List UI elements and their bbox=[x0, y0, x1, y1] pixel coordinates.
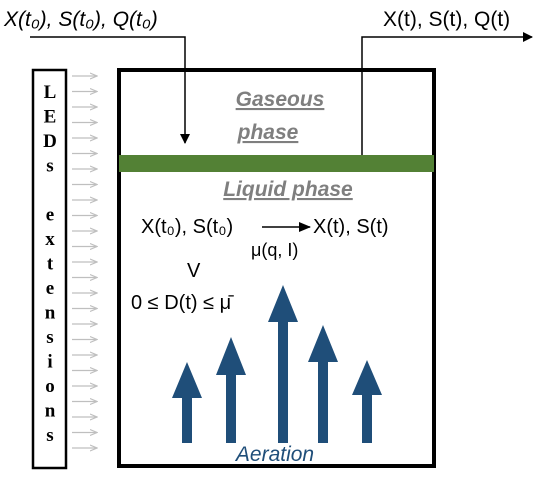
reaction-rate: μ(q, I) bbox=[251, 240, 298, 260]
aeration-arrows bbox=[172, 285, 382, 443]
volume-label: V bbox=[187, 260, 201, 282]
output-flow-arrow bbox=[361, 32, 533, 155]
reaction-products: X(t), S(t) bbox=[313, 216, 389, 238]
reactor-vessel bbox=[117, 68, 436, 468]
input-flow-arrow bbox=[30, 36, 190, 144]
led-letter: i bbox=[47, 352, 52, 373]
led-letter: E bbox=[44, 107, 57, 128]
led-letter: s bbox=[46, 156, 53, 177]
dilution-constraint: 0 ≤ D(t) ≤ μ̄ bbox=[131, 292, 234, 314]
aeration-arrow-4 bbox=[308, 325, 338, 443]
aeration-arrow-3 bbox=[268, 285, 298, 443]
aeration-label: Aeration bbox=[234, 443, 314, 466]
led-letter: s bbox=[46, 327, 53, 348]
led-letter: s bbox=[46, 425, 53, 446]
led-letter: D bbox=[43, 131, 57, 152]
gaseous-phase-label-1: Gaseous bbox=[236, 88, 325, 111]
led-light-arrows bbox=[72, 76, 97, 448]
led-panel bbox=[31, 68, 68, 470]
liquid-phase-label: Liquid phase bbox=[223, 178, 353, 201]
led-letter: e bbox=[46, 278, 54, 299]
led-letter: L bbox=[44, 82, 57, 103]
gaseous-phase-label-2: phase bbox=[237, 121, 299, 144]
reaction-reactants: X(t₀), S(t₀) bbox=[141, 216, 233, 238]
led-letter: t bbox=[47, 254, 54, 275]
led-letter: n bbox=[45, 401, 56, 422]
inputs-label: X(t₀), S(t₀), Q(t₀) bbox=[3, 8, 158, 31]
led-letter: e bbox=[46, 205, 54, 226]
led-letter: o bbox=[45, 376, 55, 397]
aeration-arrow-5 bbox=[352, 360, 382, 443]
led-letter: n bbox=[45, 303, 56, 324]
gas-liquid-interface bbox=[119, 155, 434, 172]
aeration-arrow-1 bbox=[172, 362, 202, 443]
led-letter: x bbox=[45, 229, 55, 250]
outputs-label: X(t), S(t), Q(t) bbox=[383, 8, 510, 31]
aeration-arrow-2 bbox=[216, 337, 246, 443]
